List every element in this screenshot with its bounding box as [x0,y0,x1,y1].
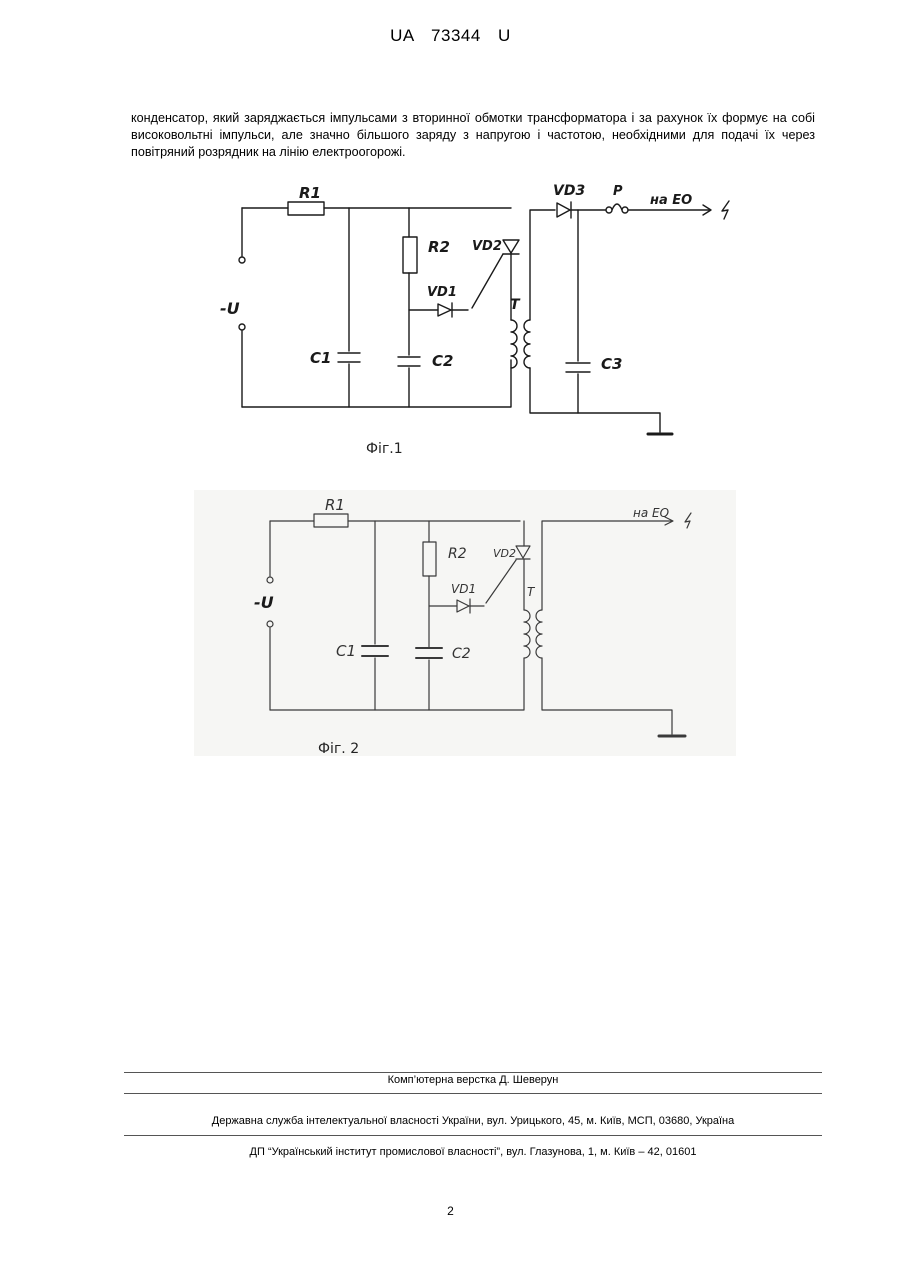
fig1-vd1-label: VD1 [427,285,457,300]
fig1-c1-label: C1 [310,349,331,367]
fig1-vd3-label: VD3 [553,183,585,199]
fig1-resistor-r2 [403,237,417,273]
fig1-gap-label: Р [613,184,623,199]
fig1-transformer-primary [511,320,517,368]
patent-number-header: UA 73344 U [0,26,901,46]
fig2-vd1-label: VD1 [451,582,476,596]
fig1-lightning-icon [722,201,729,219]
fig1-r2-label: R2 [428,238,450,256]
footer-rule-bottom [124,1135,822,1136]
footer-rule-top [124,1072,822,1073]
fig2-output-label: на ЕО [633,506,669,520]
fig1-diode-vd3 [557,202,571,218]
fig1-diode-vd1 [438,303,452,317]
fig2-c1-label: C1 [336,642,356,660]
figure-2-circuit-diagram: -U R1 C1 R2 C2 VD1 VD2 T на ЕО Фіг. 2 [0,490,901,770]
body-paragraph: конденсатор, який заряджається імпульсам… [131,110,815,161]
fig1-supply-label: -U [220,299,240,318]
fig1-resistor-r1 [288,202,324,215]
footer-agency-address: Державна служба інтелектуальної власност… [124,1115,822,1127]
fig1-capacitor-c2 [398,357,420,366]
fig1-transformer-secondary [524,320,530,368]
page-number: 2 [0,1204,901,1218]
fig1-output-label: на ЕО [650,193,692,208]
fig1-vd2-label: VD2 [472,239,502,254]
fig1-thyristor-vd2 [503,240,519,254]
fig2-r1-label: R1 [325,496,345,514]
fig1-capacitor-c3 [566,363,590,372]
fig2-r2-label: R2 [448,546,467,562]
fig2-c2-label: C2 [452,646,471,662]
fig1-c2-label: C2 [432,352,453,370]
fig1-c3-label: C3 [601,355,622,373]
footer-rule-middle [124,1093,822,1094]
footer-layout-credit: Комп’ютерна верстка Д. Шеверун [124,1074,822,1086]
fig2-vd2-label: VD2 [493,547,516,560]
fig1-caption: Фіг.1 [366,441,403,457]
fig1-capacitor-c1 [338,353,360,362]
fig2-supply-label: -U [254,593,274,612]
fig2-caption: Фіг. 2 [318,741,359,757]
fig1-spark-gap [612,204,622,210]
figure-1-circuit-diagram: -U R1 C1 R2 C2 VD1 VD2 T VD3 C3 Р н [0,170,901,470]
fig1-transformer-label: T [510,297,521,313]
footer-institute-address: ДП “Український інститут промислової вла… [124,1146,822,1158]
fig1-r1-label: R1 [299,184,321,202]
fig2-scan-background [194,490,736,756]
